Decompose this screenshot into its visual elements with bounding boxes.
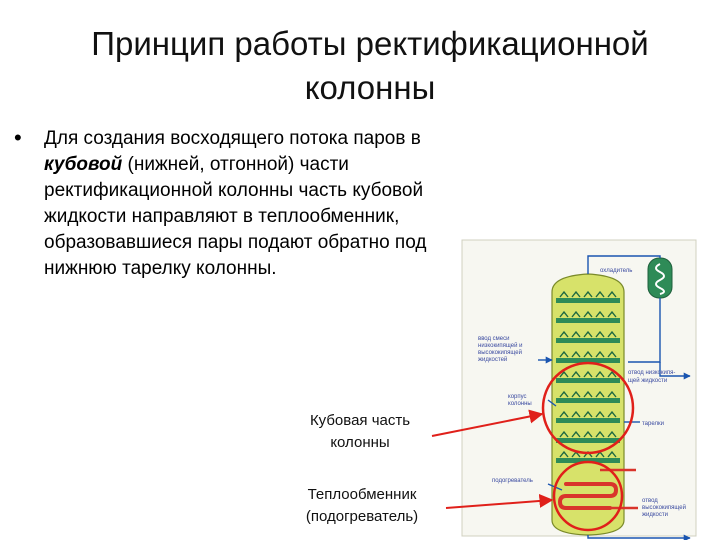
arrow-heater [445, 493, 554, 509]
label-outlet-high-2: высококипящей [642, 504, 686, 511]
title-line-1: Принцип работы ректификационной [91, 25, 649, 62]
title-line-2: колонны [304, 69, 436, 106]
heat-exchanger-label: Теплообменник (подогреватель) [282, 484, 442, 528]
label-trays: тарелки [642, 421, 664, 427]
label-body-1: корпус [508, 394, 527, 400]
label-outlet-low-1: отвод низкокипя- [628, 370, 675, 376]
pipes [538, 255, 691, 540]
kubovaya-label-line1: Кубовая часть [309, 412, 411, 429]
label-feed-1: ввод смеси [478, 336, 510, 342]
label-heater: подогреватель [492, 478, 533, 484]
highlight-heater-circle [552, 460, 624, 532]
condenser-coil [655, 263, 665, 295]
slide-title: Принцип работы ректификационной колонны [40, 22, 700, 110]
arrow-kubovaya [431, 409, 544, 437]
label-feed-2: низкокипящей и [478, 342, 523, 349]
bullet-dot: • [14, 125, 22, 150]
heater-pipes [600, 468, 638, 510]
column-trays [556, 298, 620, 463]
bullet-text-before: Для создания восходящего потока паров в [44, 128, 421, 149]
label-body-2: колонны [508, 401, 532, 407]
label-outlet-high-1: отвод [642, 498, 658, 504]
heat-label-line2: (подогреватель) [305, 508, 419, 525]
diagram-labels: охладитель ввод смеси низкокипящей и выс… [478, 268, 686, 518]
label-outlet-low-2: щей жидкости [628, 377, 667, 384]
label-condenser: охладитель [600, 268, 632, 274]
bullet-text-after: (нижней, отгонной) части ректификационно… [44, 154, 427, 279]
heater-coil [557, 482, 619, 510]
bullet-text: Для создания восходящего потока паров в … [44, 126, 484, 282]
bullet-list: • Для создания восходящего потока паров … [14, 126, 484, 282]
label-outlet-high-3: жидкости [642, 512, 668, 518]
label-feed-4: жидкостей [478, 356, 507, 363]
bullet-emphasis: кубовой [44, 154, 123, 175]
label-feed-3: высококипящей [478, 349, 522, 356]
heat-label-line1: Теплообменник [307, 486, 417, 503]
kubovaya-label-line2: колонны [330, 434, 390, 451]
highlight-kubovaya-circle [541, 361, 635, 455]
kubovaya-label: Кубовая часть колонны [290, 410, 430, 454]
